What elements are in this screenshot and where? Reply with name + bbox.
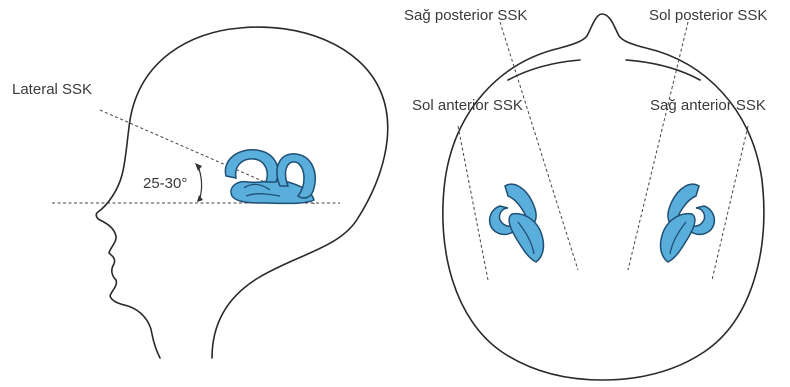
label-right-anterior-ssk: Sağ anterior SSK: [650, 97, 766, 114]
right-anterior-plane-line: [712, 126, 748, 280]
angle-arc: [198, 166, 202, 198]
label-lateral-ssk: Lateral SSK: [12, 81, 92, 98]
left-anterior-plane-line: [458, 126, 488, 280]
right-ear-body: [661, 214, 695, 262]
left-ear-body: [509, 214, 543, 262]
right-inner-arc: [626, 60, 700, 80]
head-top-view: Sağ posterior SSK Sol posterior SSK Sol …: [404, 7, 767, 380]
head-top-outline: [443, 14, 764, 380]
label-left-posterior-ssk: Sol posterior SSK: [649, 7, 767, 24]
label-right-posterior-ssk: Sağ posterior SSK: [404, 7, 527, 24]
left-inner-arc: [508, 60, 580, 80]
label-angle: 25-30°: [143, 175, 187, 192]
inner-ear-side-icon: [225, 150, 315, 204]
right-inner-ear-top-icon: [661, 184, 715, 262]
anterior-canal-loop: [225, 150, 278, 182]
label-left-anterior-ssk: Sol anterior SSK: [412, 97, 523, 114]
angle-arrow-top: [195, 163, 202, 171]
head-profile-view: Lateral SSK 25-30°: [12, 27, 388, 358]
left-inner-ear-top-icon: [490, 184, 544, 262]
